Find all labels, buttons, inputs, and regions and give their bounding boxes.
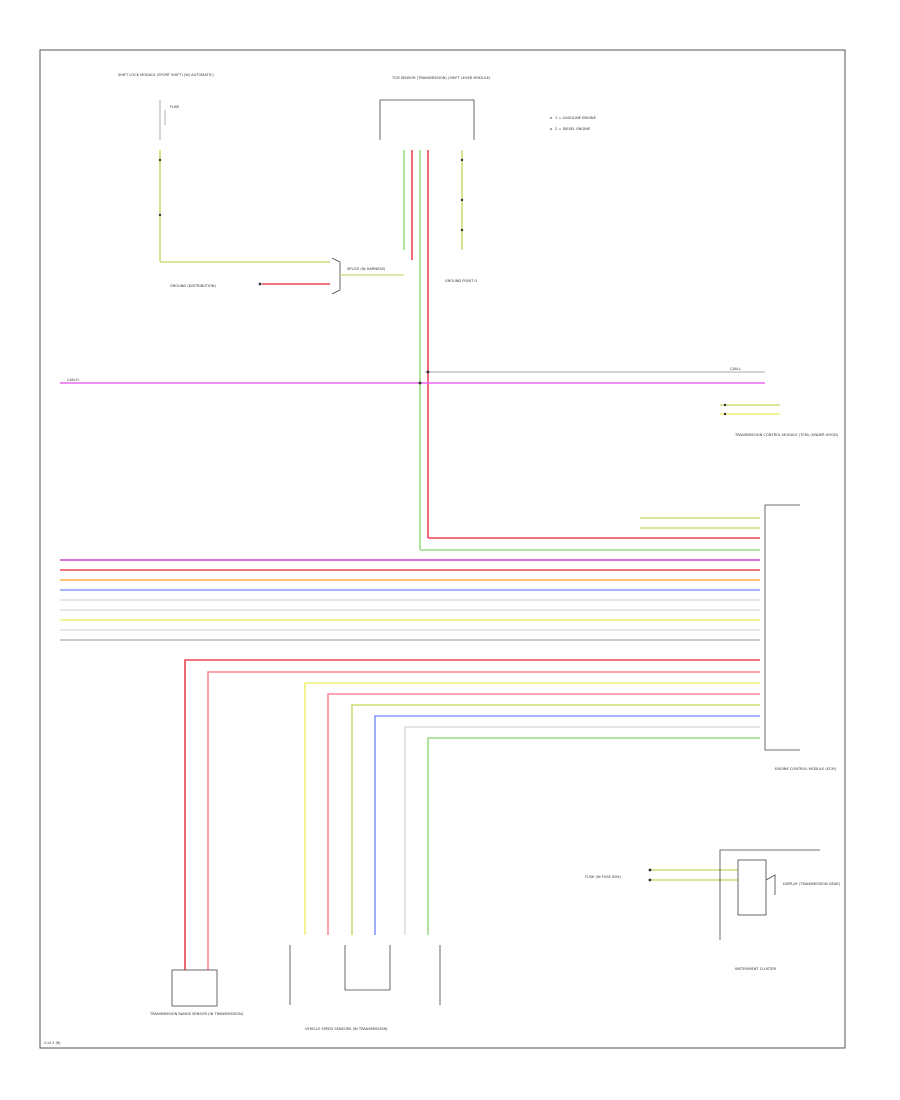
- shift-lock-module: SHIFT LOCK MODULE (SPORT SHIFT) (W/ AUTO…: [118, 73, 214, 140]
- fuse-label: FUSE (IN FUSE BOX): [585, 875, 622, 879]
- splice-label: SPLICE (IN HARNESS): [347, 267, 386, 271]
- sensor-wires: [184, 659, 760, 970]
- ecm-label: ENGINE CONTROL MODULE (ECM): [775, 767, 837, 771]
- vehicle-speed-sensors-label: VEHICLE SPEED SENSORS (IN TRANSMISSION): [305, 1027, 388, 1031]
- tcm-sensor-label: TCM SENSOR (TRANSMISSION) (SHIFT LEVER M…: [391, 76, 491, 80]
- tcm-upper-label: TRANSMISSION CONTROL MODULE (TCM) (UNDER…: [734, 433, 839, 437]
- tcm-upper: TRANSMISSION CONTROL MODULE (TCM) (UNDER…: [720, 403, 839, 437]
- ecm-bus-lines: [60, 517, 760, 641]
- vehicle-speed-sensors: VEHICLE SPEED SENSORS (IN TRANSMISSION): [289, 945, 441, 1031]
- splice-area: SPLICE (IN HARNESS) GROUND (DISTRIBUTION…: [158, 150, 404, 295]
- legend-item-2: 2 = DIESEL ENGINE: [555, 127, 591, 131]
- page-reference: 2 of 2 (6): [44, 1041, 61, 1045]
- svg-text:FUSE: FUSE: [170, 105, 180, 109]
- legend-item-1: 1 = GASOLINE ENGINE: [555, 116, 597, 120]
- transmission-range-sensor-label: TRANSMISSION RANGE SENSOR (IN TRANSMISSI…: [149, 1012, 244, 1016]
- ecm-connector: ENGINE CONTROL MODULE (ECM): [764, 504, 837, 771]
- transmission-range-sensor: TRANSMISSION RANGE SENSOR (IN TRANSMISSI…: [149, 969, 244, 1016]
- ground-label: GROUND POINT G: [445, 279, 477, 283]
- can-bus: CAN-H CAN-L: [60, 367, 765, 385]
- shift-lock-module-label: SHIFT LOCK MODULE (SPORT SHIFT) (W/ AUTO…: [118, 73, 214, 77]
- ground-dist-label: GROUND (DISTRIBUTION): [170, 284, 216, 288]
- instrument-cluster: FUSE (IN FUSE BOX) DISPLAY (TRANSMISSION…: [585, 849, 841, 971]
- instrument-sub-label: DISPLAY (TRANSMISSION GEAR): [783, 882, 841, 886]
- tcm-sensor: TCM SENSOR (TRANSMISSION) (SHIFT LEVER M…: [379, 76, 491, 140]
- can-high-label: CAN-H: [67, 378, 79, 382]
- top-center-wires: GROUND POINT G: [403, 150, 760, 551]
- legend: 1 = GASOLINE ENGINE 2 = DIESEL ENGINE: [550, 116, 597, 131]
- diagram-frame: [39, 49, 846, 1049]
- instrument-cluster-label: INSTRUMENT CLUSTER: [735, 967, 776, 971]
- can-low-label: CAN-L: [730, 367, 741, 371]
